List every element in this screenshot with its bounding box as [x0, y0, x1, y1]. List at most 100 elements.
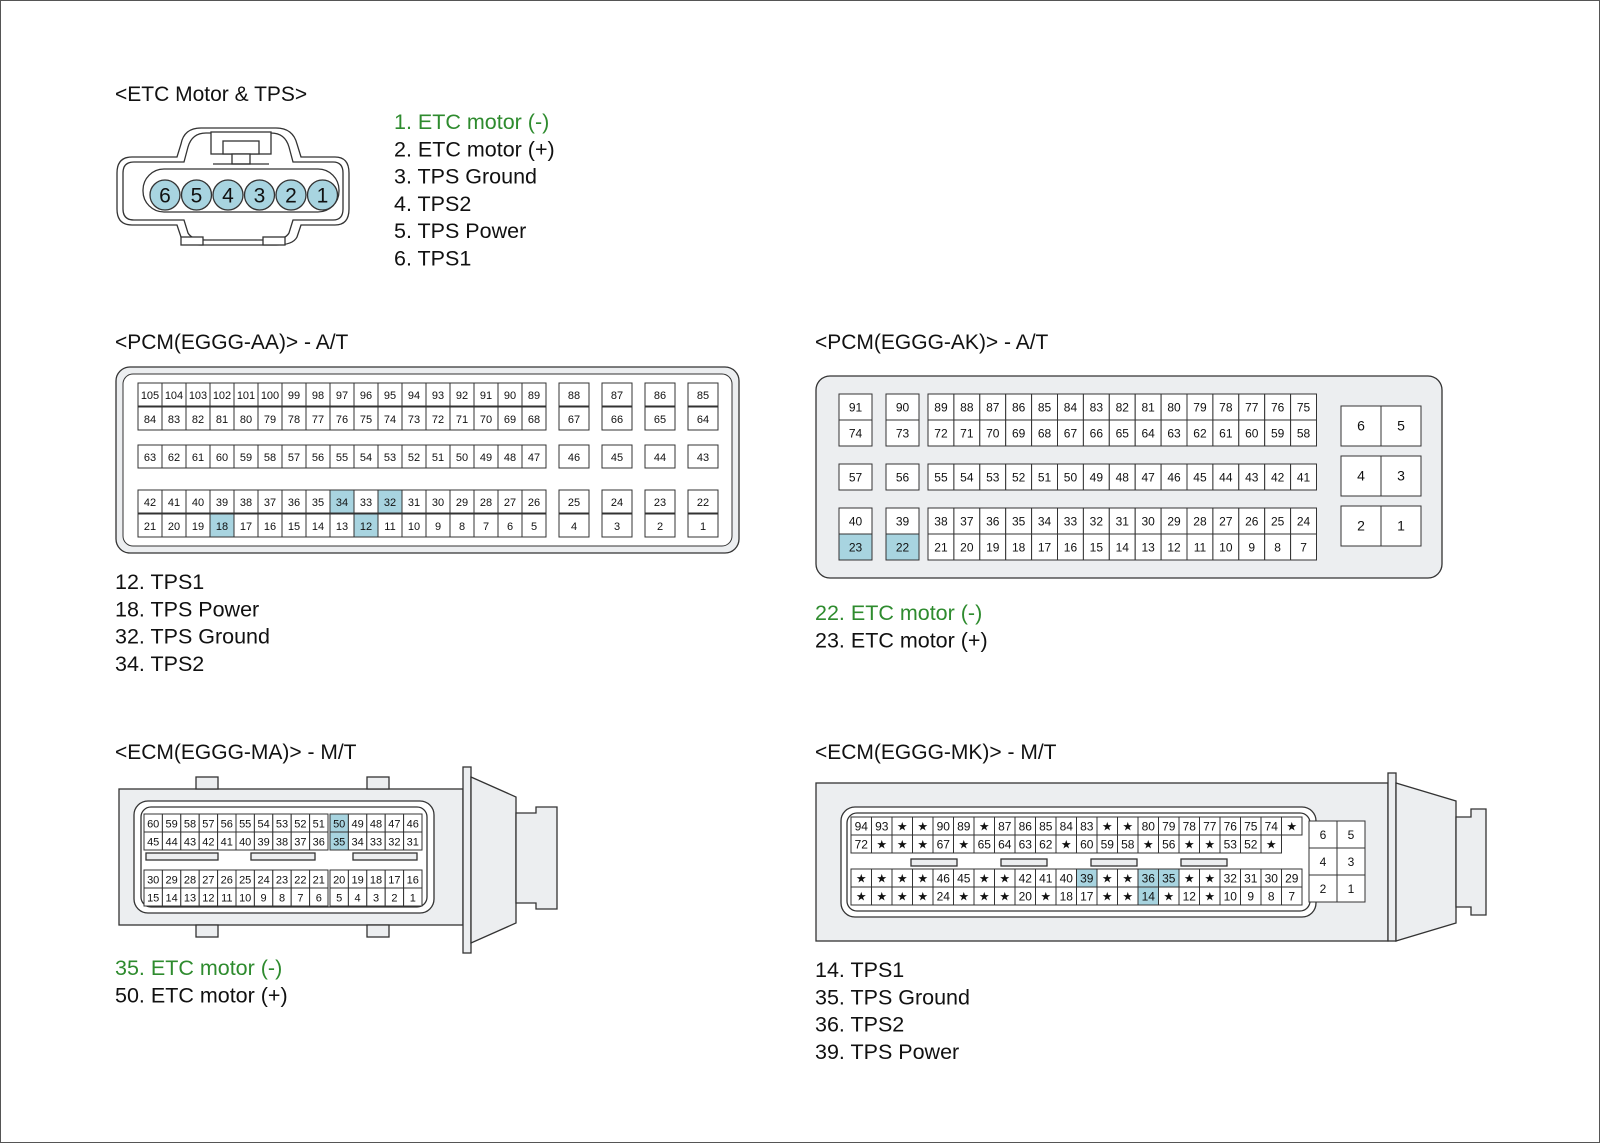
pin-number: 94 [855, 820, 869, 834]
pin-number: 87 [986, 401, 1000, 415]
pin-number: 56 [221, 819, 233, 831]
pin-number: 84 [144, 414, 156, 426]
pin-number: ★ [1102, 890, 1113, 904]
pin-number: 90 [504, 390, 516, 402]
pin-cell [1031, 419, 1058, 447]
pin-number: 49 [351, 819, 363, 831]
pin-number: 17 [1038, 541, 1052, 555]
pin-cell [1057, 393, 1084, 421]
pin-number: 40 [849, 515, 863, 529]
etc-pin-number: 5 [191, 185, 203, 208]
pin-cell [838, 463, 873, 491]
pin-cell [1238, 419, 1266, 447]
pin-number: 68 [1038, 427, 1052, 441]
pcm-aa-title: <PCM(EGGG-AA)> - A/T [115, 331, 349, 354]
pin-number: 6 [1357, 418, 1365, 434]
pin-number: 43 [697, 452, 709, 464]
pin-number: 59 [240, 452, 252, 464]
pin-number: 18 [1012, 541, 1026, 555]
pin-number: 104 [165, 390, 183, 402]
pin-number: 31 [408, 497, 420, 509]
pin-cell [1082, 463, 1110, 491]
pin-cell [953, 507, 981, 535]
pin-number: 1 [410, 893, 416, 905]
pin-number: 45 [611, 452, 623, 464]
pin-number: 35 [333, 837, 345, 849]
pin-number: 48 [504, 452, 516, 464]
pin-number: 85 [1039, 820, 1053, 834]
legend-item: 50. ETC motor (+) [115, 983, 288, 1007]
pin-cell [558, 489, 590, 514]
pin-number: 16 [264, 521, 276, 533]
pin-cell [1005, 507, 1033, 535]
pin-cell [1380, 455, 1422, 497]
pin-cell [1290, 463, 1317, 491]
pin-number: 58 [184, 819, 196, 831]
pin-number: 51 [1038, 471, 1052, 485]
pin-number: 82 [192, 414, 204, 426]
ecm-ma-title: <ECM(EGGG-MA)> - M/T [115, 741, 357, 764]
pin-number: 38 [276, 837, 288, 849]
pin-cell [1336, 820, 1366, 849]
pin-number: 51 [313, 819, 325, 831]
pin-number: 89 [957, 820, 971, 834]
pin-number: 46 [937, 872, 951, 886]
pin-number: 86 [1012, 401, 1026, 415]
pin-number: 63 [1019, 838, 1033, 852]
pin-number: 62 [1193, 427, 1207, 441]
pin-number: 19 [351, 875, 363, 887]
pin-number: ★ [856, 890, 867, 904]
pin-number: ★ [1204, 838, 1215, 852]
pin-number: 95 [384, 390, 396, 402]
pin-number: 77 [1245, 401, 1259, 415]
pin-cell [601, 382, 633, 407]
pin-number: 9 [1247, 890, 1254, 904]
pin-number: 49 [480, 452, 492, 464]
pin-number: 76 [1271, 401, 1285, 415]
pin-cell [644, 406, 676, 431]
pin-number: 78 [1183, 820, 1197, 834]
pin-number: 86 [654, 390, 666, 402]
pin-cell [558, 513, 590, 538]
legend-item: 35. TPS Ground [815, 985, 970, 1009]
pin-cell [1108, 463, 1136, 491]
pin-number: 26 [528, 497, 540, 509]
pin-number: 34 [336, 497, 348, 509]
pin-number: 19 [986, 541, 1000, 555]
pin-cell [979, 393, 1007, 421]
pin-number: 16 [1064, 541, 1078, 555]
legend-item: 6. TPS1 [394, 247, 471, 271]
pin-number: 44 [1219, 471, 1233, 485]
pin-number: 36 [1142, 872, 1156, 886]
ecm-ma-housing [118, 766, 558, 954]
pin-number: 52 [1244, 838, 1258, 852]
pin-number: 46 [407, 819, 419, 831]
pin-number: 30 [1265, 872, 1279, 886]
pin-cell [644, 382, 676, 407]
pin-number: 58 [1121, 838, 1135, 852]
pin-number: 60 [1080, 838, 1094, 852]
pin-number: ★ [917, 872, 928, 886]
pin-number: 77 [312, 414, 324, 426]
pin-number: 67 [568, 414, 580, 426]
pin-number: 33 [1064, 515, 1078, 529]
pin-number: 103 [189, 390, 207, 402]
pin-number: 2 [1357, 518, 1365, 534]
pin-number: 51 [432, 452, 444, 464]
pin-number: 49 [1090, 471, 1104, 485]
pin-cell [601, 444, 633, 469]
pin-number: 57 [202, 819, 214, 831]
pin-number: 21 [934, 541, 948, 555]
pin-number: 32 [388, 837, 400, 849]
pin-number: ★ [1061, 838, 1072, 852]
pin-number: 99 [288, 390, 300, 402]
pin-number: 32 [1224, 872, 1238, 886]
pin-cell [1134, 419, 1162, 447]
pin-number: 79 [1193, 401, 1207, 415]
pin-cell [1160, 533, 1188, 561]
pin-number: 80 [1167, 401, 1181, 415]
pin-number: 15 [1090, 541, 1104, 555]
